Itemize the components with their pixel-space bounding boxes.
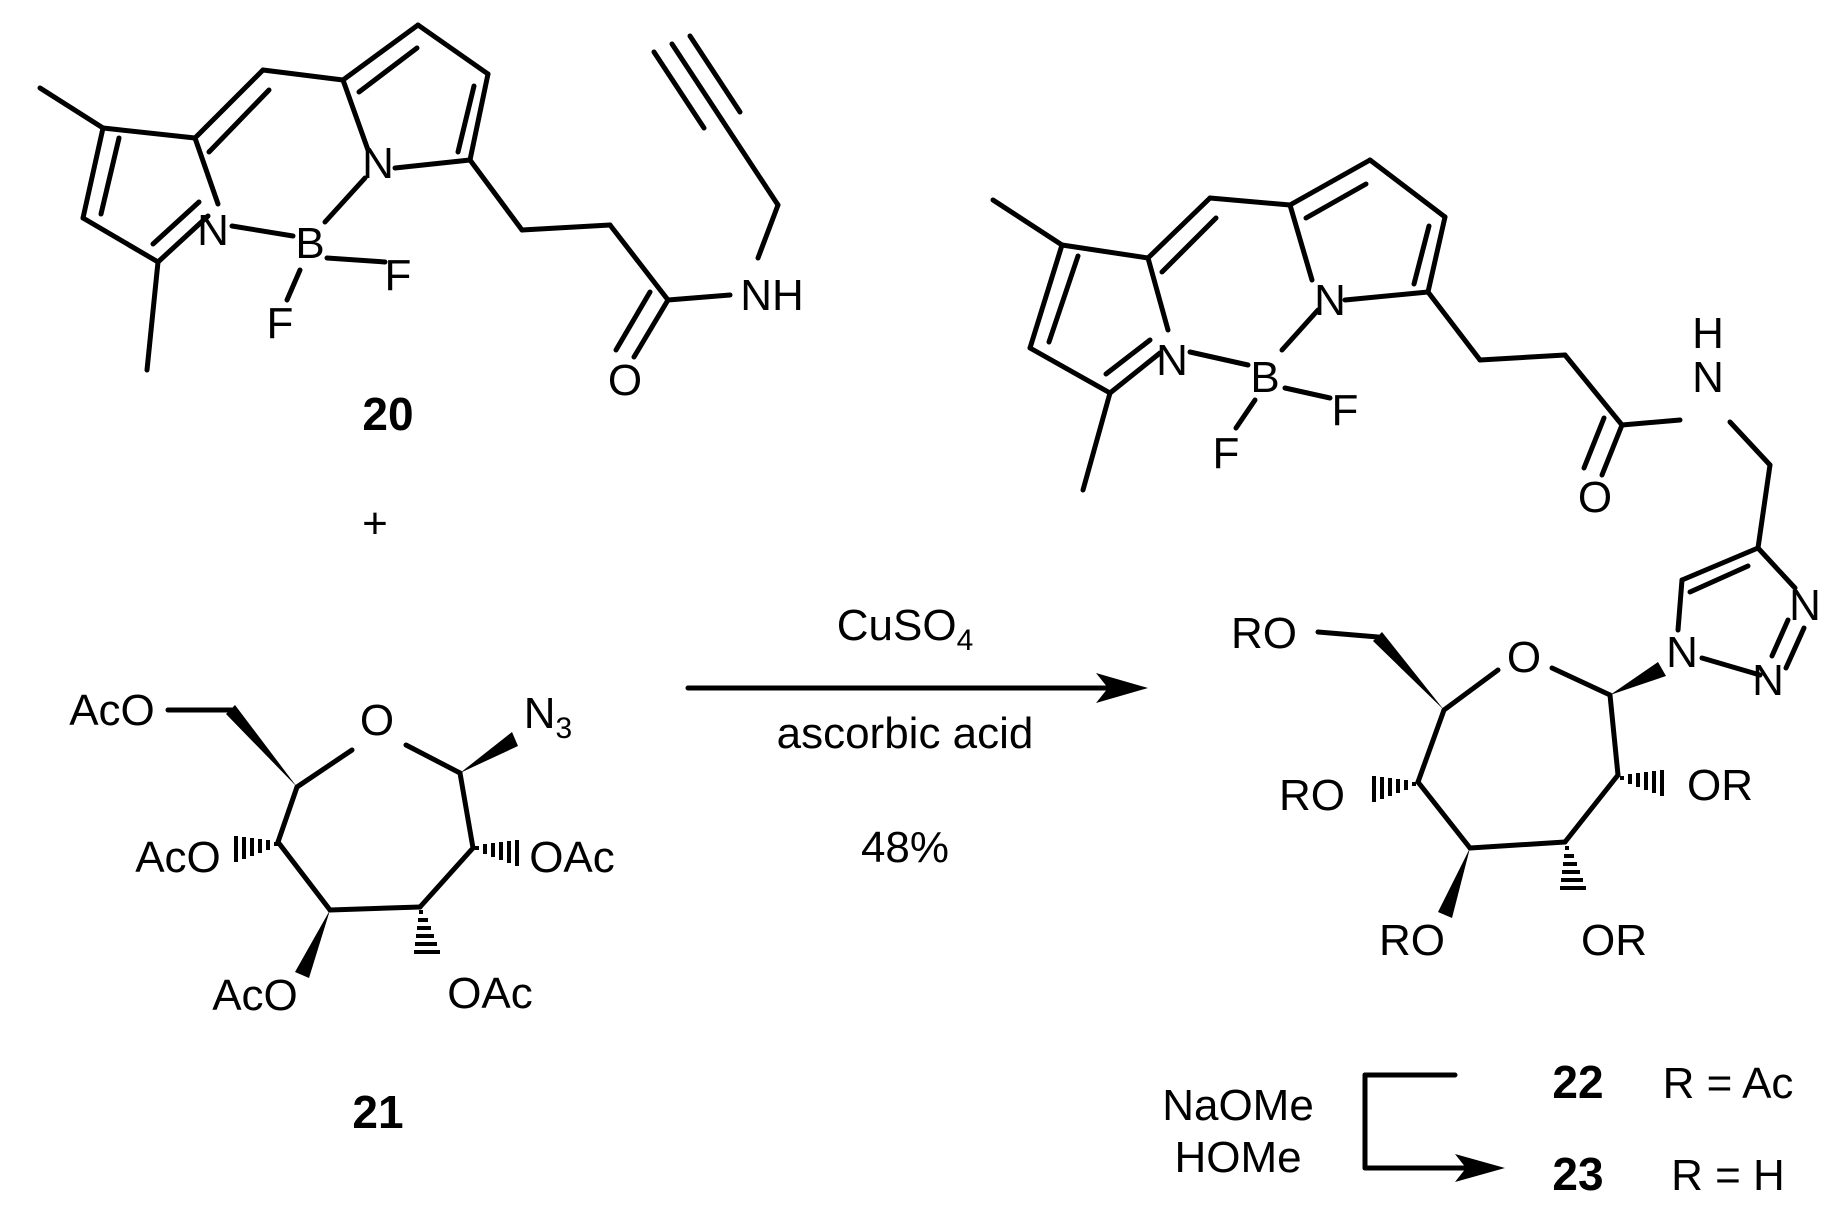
atom-h: H: [1692, 309, 1724, 358]
atom-f: F: [1332, 386, 1359, 435]
compound-20-structure: N B N F F NH O: [37, 22, 804, 405]
atom-n: N: [1789, 581, 1821, 630]
atom-oac: OAc: [529, 833, 615, 882]
atom-aco: AcO: [69, 686, 155, 735]
atom-f: F: [1213, 429, 1240, 478]
atom-o: O: [360, 696, 394, 745]
atom-b: B: [1250, 353, 1279, 402]
atom-b: B: [295, 219, 324, 268]
atom-n: N: [1314, 276, 1346, 325]
atom-o: O: [1578, 473, 1612, 522]
reagent-home: HOMe: [1174, 1133, 1301, 1182]
plus-sign: +: [362, 499, 388, 548]
atom-ro: RO: [1231, 609, 1297, 658]
atom-ro: RO: [1379, 916, 1445, 965]
atom-n3: N3: [524, 689, 572, 745]
atom-n: N: [362, 139, 394, 188]
compound-20-label: 20: [362, 388, 413, 440]
atom-aco: AcO: [212, 971, 298, 1020]
product-structure: N B N F F H N O N N N O RO RO OR RO OR: [990, 157, 1821, 965]
atom-nh: NH: [740, 271, 804, 320]
reaction-arrow: [685, 673, 1148, 703]
atom-n: N: [1692, 353, 1724, 402]
reagent-naome: NaOMe: [1162, 1081, 1314, 1130]
atom-f: F: [267, 299, 294, 348]
compound-22-r-definition: R = Ac: [1663, 1059, 1794, 1108]
reagent-ascorbic-acid: ascorbic acid: [777, 709, 1034, 758]
atom-n: N: [1156, 336, 1188, 385]
atom-or: OR: [1581, 916, 1647, 965]
atom-n: N: [1666, 628, 1698, 677]
atom-f: F: [385, 251, 412, 300]
reagent-cuso4: CuSO4: [837, 601, 974, 657]
reaction-yield: 48%: [861, 823, 949, 872]
atom-n: N: [197, 206, 229, 255]
atom-oac: OAc: [447, 969, 533, 1018]
compound-23-r-definition: R = H: [1671, 1151, 1785, 1200]
compound-21-structure: O N3 AcO AcO OAc AcO OAc: [69, 686, 615, 1020]
atom-ro: RO: [1279, 771, 1345, 820]
atom-n: N: [1752, 656, 1784, 705]
deprotection-arrow: [1362, 1072, 1505, 1182]
compound-21-label: 21: [352, 1086, 403, 1138]
atom-or: OR: [1687, 761, 1753, 810]
compound-22-label: 22: [1552, 1056, 1603, 1108]
atom-o: O: [608, 356, 642, 405]
compound-23-label: 23: [1552, 1148, 1603, 1200]
atom-o: O: [1507, 633, 1541, 682]
atom-aco: AcO: [135, 833, 221, 882]
